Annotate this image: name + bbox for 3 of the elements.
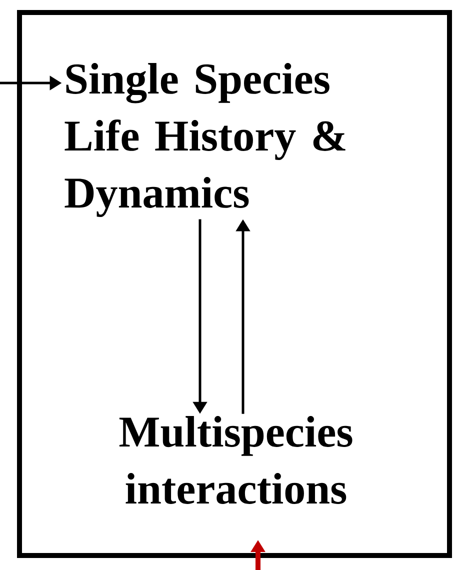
title-text: Single Species Life History & Dynamics	[64, 63, 346, 217]
frame-box	[17, 10, 452, 558]
title-text: Multispecies interactions	[119, 416, 352, 504]
